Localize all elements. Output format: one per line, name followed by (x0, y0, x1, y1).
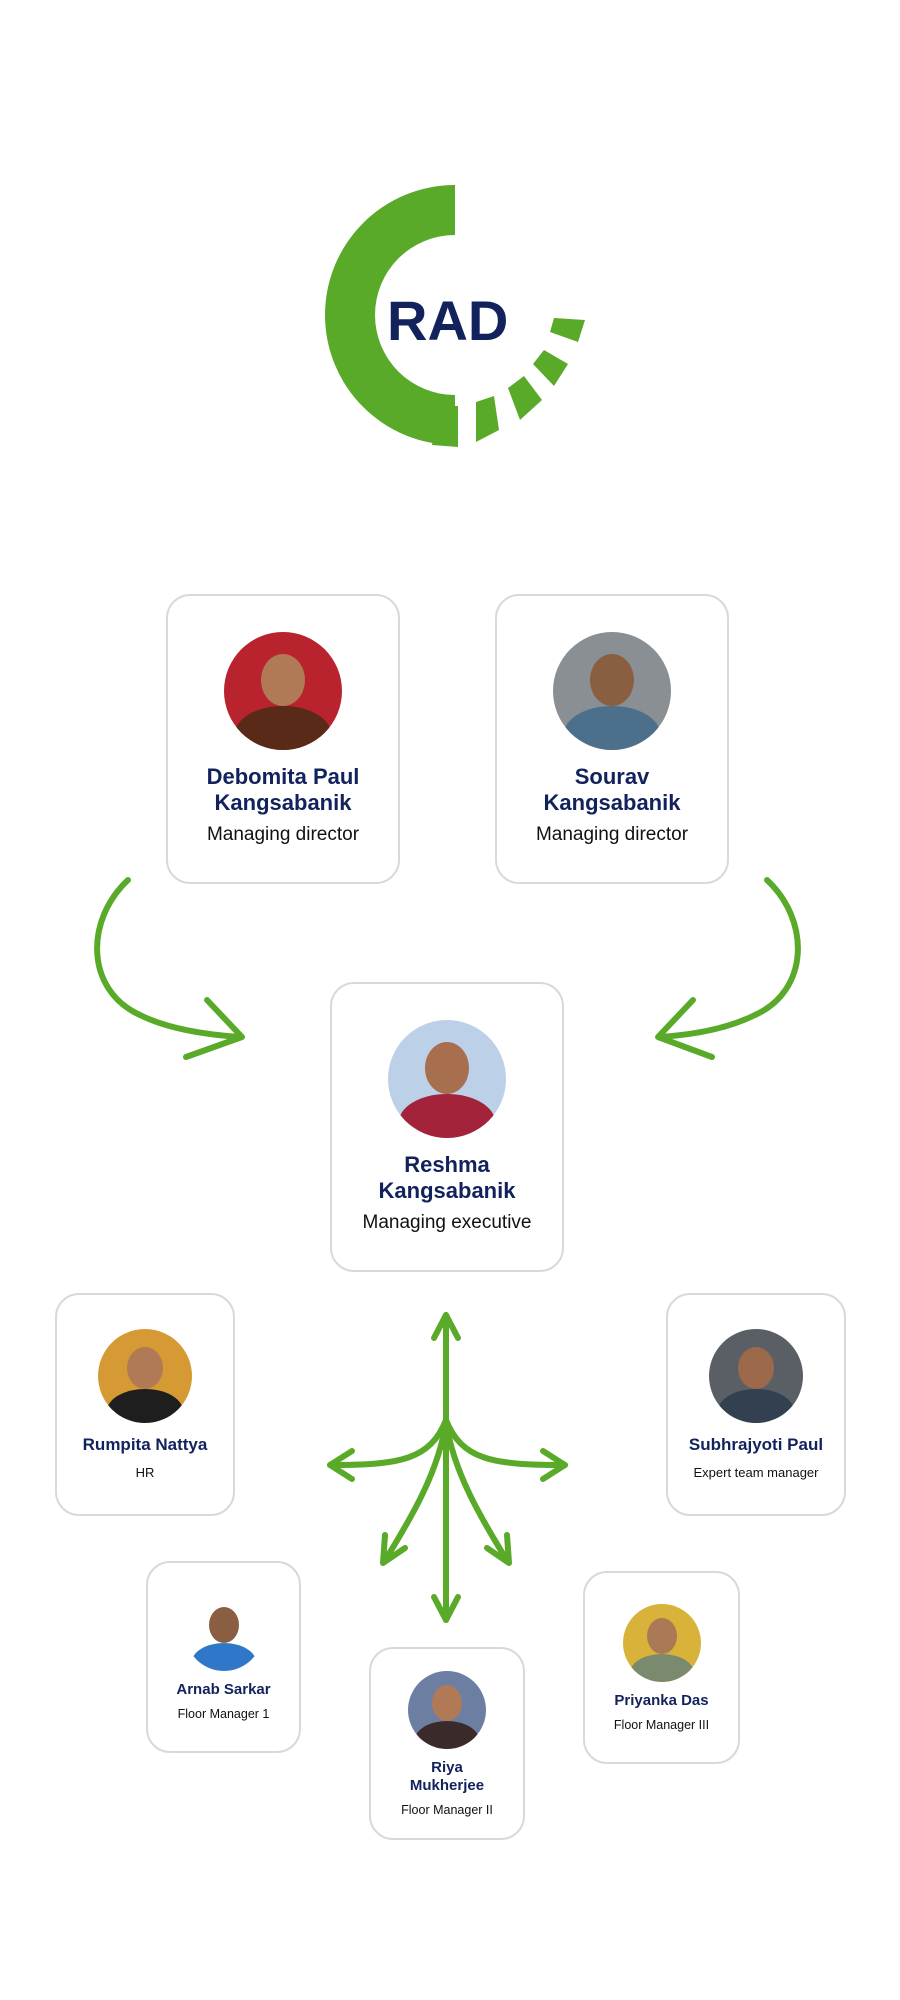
rad-logo: RAD (325, 185, 585, 447)
person-role: Floor Manager 1 (177, 1707, 270, 1721)
avatar (224, 631, 342, 750)
arrowhead (431, 1312, 461, 1341)
person-card-riya: Riya Mukherjee Floor Manager II (369, 1647, 525, 1840)
person-role: Managing director (206, 824, 360, 846)
logo-tick (476, 396, 499, 442)
arrowhead (380, 1532, 408, 1566)
person-card-reshma: Reshma Kangsabanik Managing executive (330, 982, 564, 1272)
person-role: Managing director (535, 824, 689, 846)
person-role: HR (135, 1465, 155, 1481)
person-name: Debomita Paul Kangsabanik (206, 763, 360, 815)
arrowhead (431, 1594, 461, 1623)
avatar (388, 1019, 506, 1138)
avatar (184, 1593, 263, 1671)
person-name: Subhrajyoti Paul (688, 1434, 824, 1454)
person-card-arnab: Arnab Sarkar Floor Manager 1 (146, 1561, 301, 1753)
person-role: Floor Manager III (613, 1717, 710, 1732)
person-card-subhrajyoti: Subhrajyoti Paul Expert team manager (666, 1293, 846, 1516)
arrow-to-arnab (381, 1417, 449, 1565)
avatar (98, 1328, 192, 1423)
logo-tick (508, 376, 542, 420)
person-name: Sourav Kangsabanik (543, 763, 681, 815)
avatar (408, 1670, 486, 1749)
person-role: Managing executive (362, 1212, 532, 1234)
person-role: Expert team manager (693, 1465, 819, 1481)
logo-tick (533, 350, 568, 386)
logo-tick (550, 318, 585, 342)
person-name: Rumpita Nattya (82, 1434, 208, 1454)
person-card-debomita: Debomita Paul Kangsabanik Managing direc… (166, 594, 400, 884)
person-card-rumpita: Rumpita Nattya HR (55, 1293, 235, 1516)
arrowhead (484, 1532, 512, 1566)
person-card-priyanka: Priyanka Das Floor Manager III (583, 1571, 740, 1764)
person-name: Riya Mukherjee (409, 1758, 485, 1794)
arrowhead (183, 997, 245, 1060)
avatar (622, 1603, 701, 1682)
logo-arc (325, 185, 455, 445)
arrowhead (655, 997, 715, 1060)
avatar (709, 1328, 803, 1423)
arrow-sourav-to-reshma (657, 877, 801, 1040)
logo-text: RAD (387, 289, 508, 352)
person-card-sourav: Sourav Kangsabanik Managing director (495, 594, 729, 884)
avatar (553, 631, 671, 750)
arrowhead (327, 1448, 355, 1482)
arrow-to-subhrajyoti (443, 1417, 568, 1468)
arrow-debomita-to-reshma (94, 877, 243, 1040)
person-name: Reshma Kangsabanik (378, 1151, 516, 1203)
logo-tick (432, 406, 458, 447)
person-name: Arnab Sarkar (176, 1681, 271, 1698)
arrow-to-priyanka (443, 1417, 511, 1565)
arrowhead (540, 1448, 568, 1482)
person-role: Floor Manager II (401, 1802, 493, 1817)
arrow-to-rumpita (327, 1417, 449, 1468)
person-name: Priyanka Das (614, 1691, 709, 1709)
